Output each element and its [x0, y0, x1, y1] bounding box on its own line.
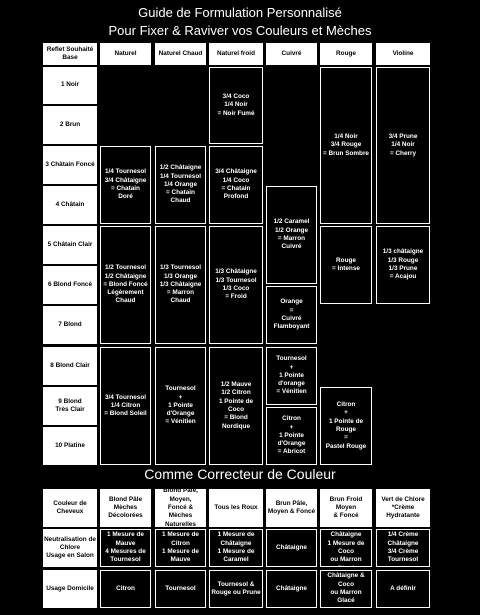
cell-salon: 1/4 Crème Châtaigne 3/4 Crème Tournesol — [376, 529, 430, 567]
cell-froid-noir: 3/4 Coco 1/4 Noir = Noir Fumé — [209, 67, 263, 144]
cell-froid-blond: 1/3 Châtaigne 1/3 Tournesol 1/3 Coco = F… — [209, 226, 263, 344]
header-naturel: Naturel — [100, 43, 151, 65]
cell-cuivre-venitien: Tournesol + 1 Pointe d'orange = Vénitien — [266, 347, 317, 405]
cell-salon: 1 Mesure de Mauve 4 Mesures de Tournesol — [100, 529, 151, 567]
cell-naturel-clair: 3/4 Tournesol 1/4 Citron = Blond Soleil — [100, 347, 151, 465]
header-blond-pale-naturelles: Blond Pâle, Moyen, Foncé & Mèches Nature… — [155, 489, 206, 527]
cell-domicile: A définir — [376, 570, 430, 608]
cell-chaud-chatain: 1/2 Châtaigne 1/4 Tournesol 1/4 Orange =… — [155, 146, 206, 224]
cell-domicile: Châtaigne — [266, 570, 317, 608]
cell-domicile: Tournesol & Rouge ou Prune — [209, 570, 263, 608]
cell-rouge-intense: Rouge = Intense — [320, 226, 372, 304]
section-title-correcteur: Comme Correcteur de Couleur — [144, 466, 336, 482]
header-base: Reflet Souhaité Base — [43, 43, 97, 65]
header-brun-pale: Brun Pâle, Moyen & Foncé — [266, 489, 317, 527]
row-label-salon: Neutralisation de Chlore Usage en Salon — [43, 529, 97, 567]
header-rouge: Rouge — [320, 43, 372, 65]
cell-cuivre-marron: 1/2 Caramel 1/2 Orange = Marron Cuivré — [266, 186, 317, 284]
row-label: 7 Blond — [43, 306, 97, 344]
cell-salon: Châtaigne — [266, 529, 317, 567]
header-naturel-froid: Naturel froid — [209, 43, 263, 65]
header-tous-roux: Tous les Roux — [209, 489, 263, 527]
cell-froid-clair: 1/2 Mauve 1/2 Citron 1 Pointe de Coco = … — [209, 347, 263, 465]
cell-rouge-pastel: Citron + 1 Pointe de Rouge = Pastel Roug… — [320, 387, 372, 465]
header-brun-froid: Brun Froid Moyen & Foncé — [320, 489, 372, 527]
cell-froid-chatain: 3/4 Châtaigne 1/4 Coco = Chatain Profond — [209, 146, 263, 224]
cell-salon: 1 Mesure de Citron 1 Mesure de Mauve — [155, 529, 206, 567]
cell-chaud-blond: 1/3 Tournesol 1/3 Orange 1/3 Châtaigne =… — [155, 226, 206, 344]
header-vert-chlore: Vert de Chlore *Crème Hydratante — [376, 489, 430, 527]
header-violine: Violine — [376, 43, 430, 65]
header-cuivre: Cuivré — [266, 43, 317, 65]
row-label: 10 Platine — [43, 427, 97, 465]
cell-violine-acajou: 1/3 châtaigne 1/3 Rouge 1/3 Prune = Acaj… — [376, 226, 430, 304]
row-label-domicile: Usage Domicile — [43, 570, 97, 608]
page-subtitle: Pour Fixer & Raviver vos Couleurs et Mèc… — [108, 23, 372, 38]
row-label: 5 Châtain Clair — [43, 226, 97, 264]
cell-cuivre-orange: Orange = Cuivré Flamboyant — [266, 286, 317, 344]
cell-chaud-clair: Tournesol + 1 Pointe d'Orange = Vénitien — [155, 347, 206, 465]
cell-domicile: Tournesol — [155, 570, 206, 608]
cell-salon: 1 Mesure de Châtaigne 1 Mesure de Carame… — [209, 529, 263, 567]
row-label: 8 Blond Clair — [43, 347, 97, 385]
row-label: 6 Blond Foncé — [43, 266, 97, 304]
row-label: 2 Brun — [43, 106, 97, 144]
row-label: 9 Blond Très Clair — [43, 387, 97, 425]
cell-domicile: Citron — [100, 570, 151, 608]
header-naturel-chaud: Naturel Chaud — [155, 43, 206, 65]
header-couleur: Couleur de Cheveux — [43, 489, 97, 527]
row-label: 3 Châtain Foncé — [43, 146, 97, 184]
row-label: 4 Châtain — [43, 186, 97, 224]
header-blond-pale-meches: Blond Pâle Mèches Décolorées — [100, 489, 151, 527]
cell-naturel-blond: 1/2 Tournesol 1/2 Châtaigne = Blond Fonc… — [100, 226, 151, 344]
cell-naturel-chatain: 1/4 Tournesol 3/4 Châtaigne = Chatain Do… — [100, 146, 151, 224]
cell-rouge-brun: 1/4 Noir 3/4 Rouge = Brun Sombre — [320, 67, 372, 224]
row-label: 1 Noir — [43, 67, 97, 104]
cell-violine-cherry: 3/4 Prune 1/4 Noir = Cherry — [376, 67, 430, 224]
cell-cuivre-abricot: Citron + 1 Pointe d'Orange = Abricot — [266, 407, 317, 465]
cell-domicile: Châtaigne & Coco ou Marron Glacé — [320, 570, 372, 608]
page-title: Guide de Formulation Personnalisé — [138, 5, 342, 20]
cell-salon: 1 Mesure de Châtaigne 1 Mesure de Coco o… — [320, 529, 372, 567]
